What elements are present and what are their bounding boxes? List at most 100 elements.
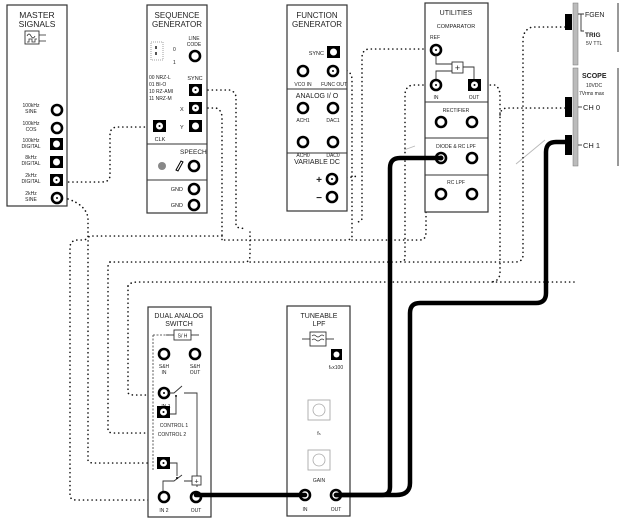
code-label: 10 RZ-AMI [149, 89, 173, 95]
output-label: 8kHz [25, 155, 37, 161]
sh-out-label: S&H [190, 364, 201, 370]
function-generator-module: FUNCTION GENERATOR SYNC VCO IN FUNC OUT … [286, 4, 348, 212]
output-label: DIGITAL [21, 144, 40, 150]
comp-in-label: IN [434, 95, 439, 101]
gain-label: GAIN [313, 478, 326, 484]
scope-sub-label: 10VDC [586, 83, 603, 89]
minus-label: − [316, 193, 322, 204]
ch0-connector[interactable] [565, 97, 572, 117]
diode-rc-lpf-label: DIODE & RC LPF [436, 144, 476, 150]
trig-sub-label: 5V TTL [586, 41, 603, 47]
clk-label: CLK [155, 137, 166, 143]
socket-rectifier-out[interactable] [465, 115, 479, 129]
socket-dac0[interactable] [326, 135, 340, 149]
master-signals-title-2: SIGNALS [19, 19, 56, 29]
ach0-label: ACH0 [296, 153, 310, 159]
dac1-label: DAC1 [326, 118, 340, 124]
faint-guide-line [515, 139, 546, 165]
comp-out-label: OUT [469, 95, 480, 101]
socket-100khz-sine[interactable] [50, 103, 64, 117]
output-label: DIGITAL [21, 179, 40, 185]
patch-wires [67, 26, 576, 501]
control1-label: CONTROL 1 [160, 423, 189, 429]
fg-sync-label: SYNC [309, 51, 324, 57]
rectifier-label: RECTIFIER [443, 108, 470, 114]
speech-label: SPEECH [180, 149, 207, 156]
ch1-label: CH 1 [583, 141, 600, 150]
scope-sub-label-2: 7Vrms max [579, 91, 605, 97]
dual-analog-switch-module: DUAL ANALOG SWITCH S/ H S&H IN S&H OUT I… [147, 306, 212, 518]
waveform-icon [24, 30, 46, 45]
tlpf-out-label: OUT [331, 507, 342, 513]
lead-to-ch1 [333, 139, 568, 498]
socket-line-code[interactable] [188, 49, 202, 63]
tlpf-title: TUNEABLE [301, 313, 338, 320]
socket-rc-lpf-out[interactable] [465, 187, 479, 201]
utilities-module: UTILITIES COMPARATOR REF + IN OUT RECTIF… [424, 2, 489, 213]
fc-label: fₕ [317, 431, 320, 437]
scope-label: SCOPE [582, 73, 607, 80]
code-label: 11 NRZ-M [149, 96, 172, 102]
tlpf-title-2: LPF [313, 321, 326, 328]
output-label: SINE [25, 197, 37, 203]
tuneable-lpf-module: TUNEABLE LPF fₕx100 fₕ GAIN IN OUT [286, 305, 351, 517]
fgen-connector[interactable] [565, 14, 572, 30]
dac0-label: DAC0 [326, 153, 340, 159]
gain-knob[interactable] [307, 449, 331, 471]
socket-sh-in[interactable] [157, 347, 171, 361]
summer-label: + [194, 479, 198, 486]
ref-label: REF [430, 35, 440, 41]
output-label: 100kHz [23, 103, 40, 109]
socket-vco-in[interactable] [296, 64, 310, 78]
wire-x-to-in1 [207, 107, 223, 241]
lowpass-filter-icon [302, 331, 334, 347]
das-title-2: SWITCH [165, 321, 193, 328]
ch0-label: CH 0 [583, 103, 600, 112]
output-label: 2kHz [25, 191, 37, 197]
sequence-generator-module: SEQUENCE GENERATOR LINE CODE 0 1 00 NRZ-… [146, 4, 208, 214]
code-label: 01 BI-O [149, 82, 166, 88]
gnd-label: GND [171, 187, 183, 193]
svg-text:S/ H: S/ H [178, 334, 188, 340]
code-label: 00 NRZ-L [149, 75, 171, 81]
patch-leads [193, 139, 568, 498]
utilities-title: UTILITIES [440, 10, 473, 17]
control2-label: CONTROL 2 [158, 432, 187, 438]
fgen-label: FGEN [585, 12, 604, 19]
socket-100khz-cos[interactable] [50, 121, 64, 135]
socket-ach0[interactable] [296, 135, 310, 149]
speaker-icon [158, 162, 166, 170]
seq-gen-title-2: GENERATOR [152, 20, 202, 29]
switch-label-1: 1 [173, 60, 176, 66]
socket-rc-lpf-in[interactable] [434, 187, 448, 201]
wire-comp-out [485, 84, 501, 283]
dip-switch[interactable] [150, 41, 164, 61]
socket-in2[interactable] [157, 490, 171, 504]
plus-label: + [316, 175, 322, 186]
socket-gnd-1[interactable] [187, 182, 201, 196]
tlpf-in-label: IN [303, 507, 308, 513]
rc-lpf-label: RC LPF [447, 180, 465, 186]
line-code-label-2: CODE [187, 42, 202, 48]
x-label: X [180, 107, 184, 113]
socket-sh-out[interactable] [188, 347, 202, 361]
svg-text:+: + [455, 63, 460, 73]
microphone-icon [175, 160, 184, 172]
socket-gnd-2[interactable] [187, 198, 201, 212]
ch1-connector[interactable] [565, 135, 572, 155]
socket-variable-dc-minus[interactable] [325, 190, 339, 204]
socket-rectifier-in[interactable] [434, 115, 448, 129]
output-label: COS [26, 127, 38, 133]
func-gen-title-2: GENERATOR [292, 20, 342, 29]
fc-knob[interactable] [307, 399, 331, 421]
master-signals-module: MASTER SIGNALS 100kHz SINE 100kHz COS 10… [6, 4, 68, 207]
comparator-label: COMPARATOR [437, 24, 476, 30]
das-out-label: OUT [191, 508, 202, 514]
socket-ach1[interactable] [296, 101, 310, 115]
master-signals-title: MASTER [19, 10, 54, 20]
socket-diode-out[interactable] [465, 151, 479, 165]
socket-speech[interactable] [187, 159, 201, 173]
socket-dac1[interactable] [326, 101, 340, 115]
fc-x100-label: fₕx100 [329, 365, 343, 371]
